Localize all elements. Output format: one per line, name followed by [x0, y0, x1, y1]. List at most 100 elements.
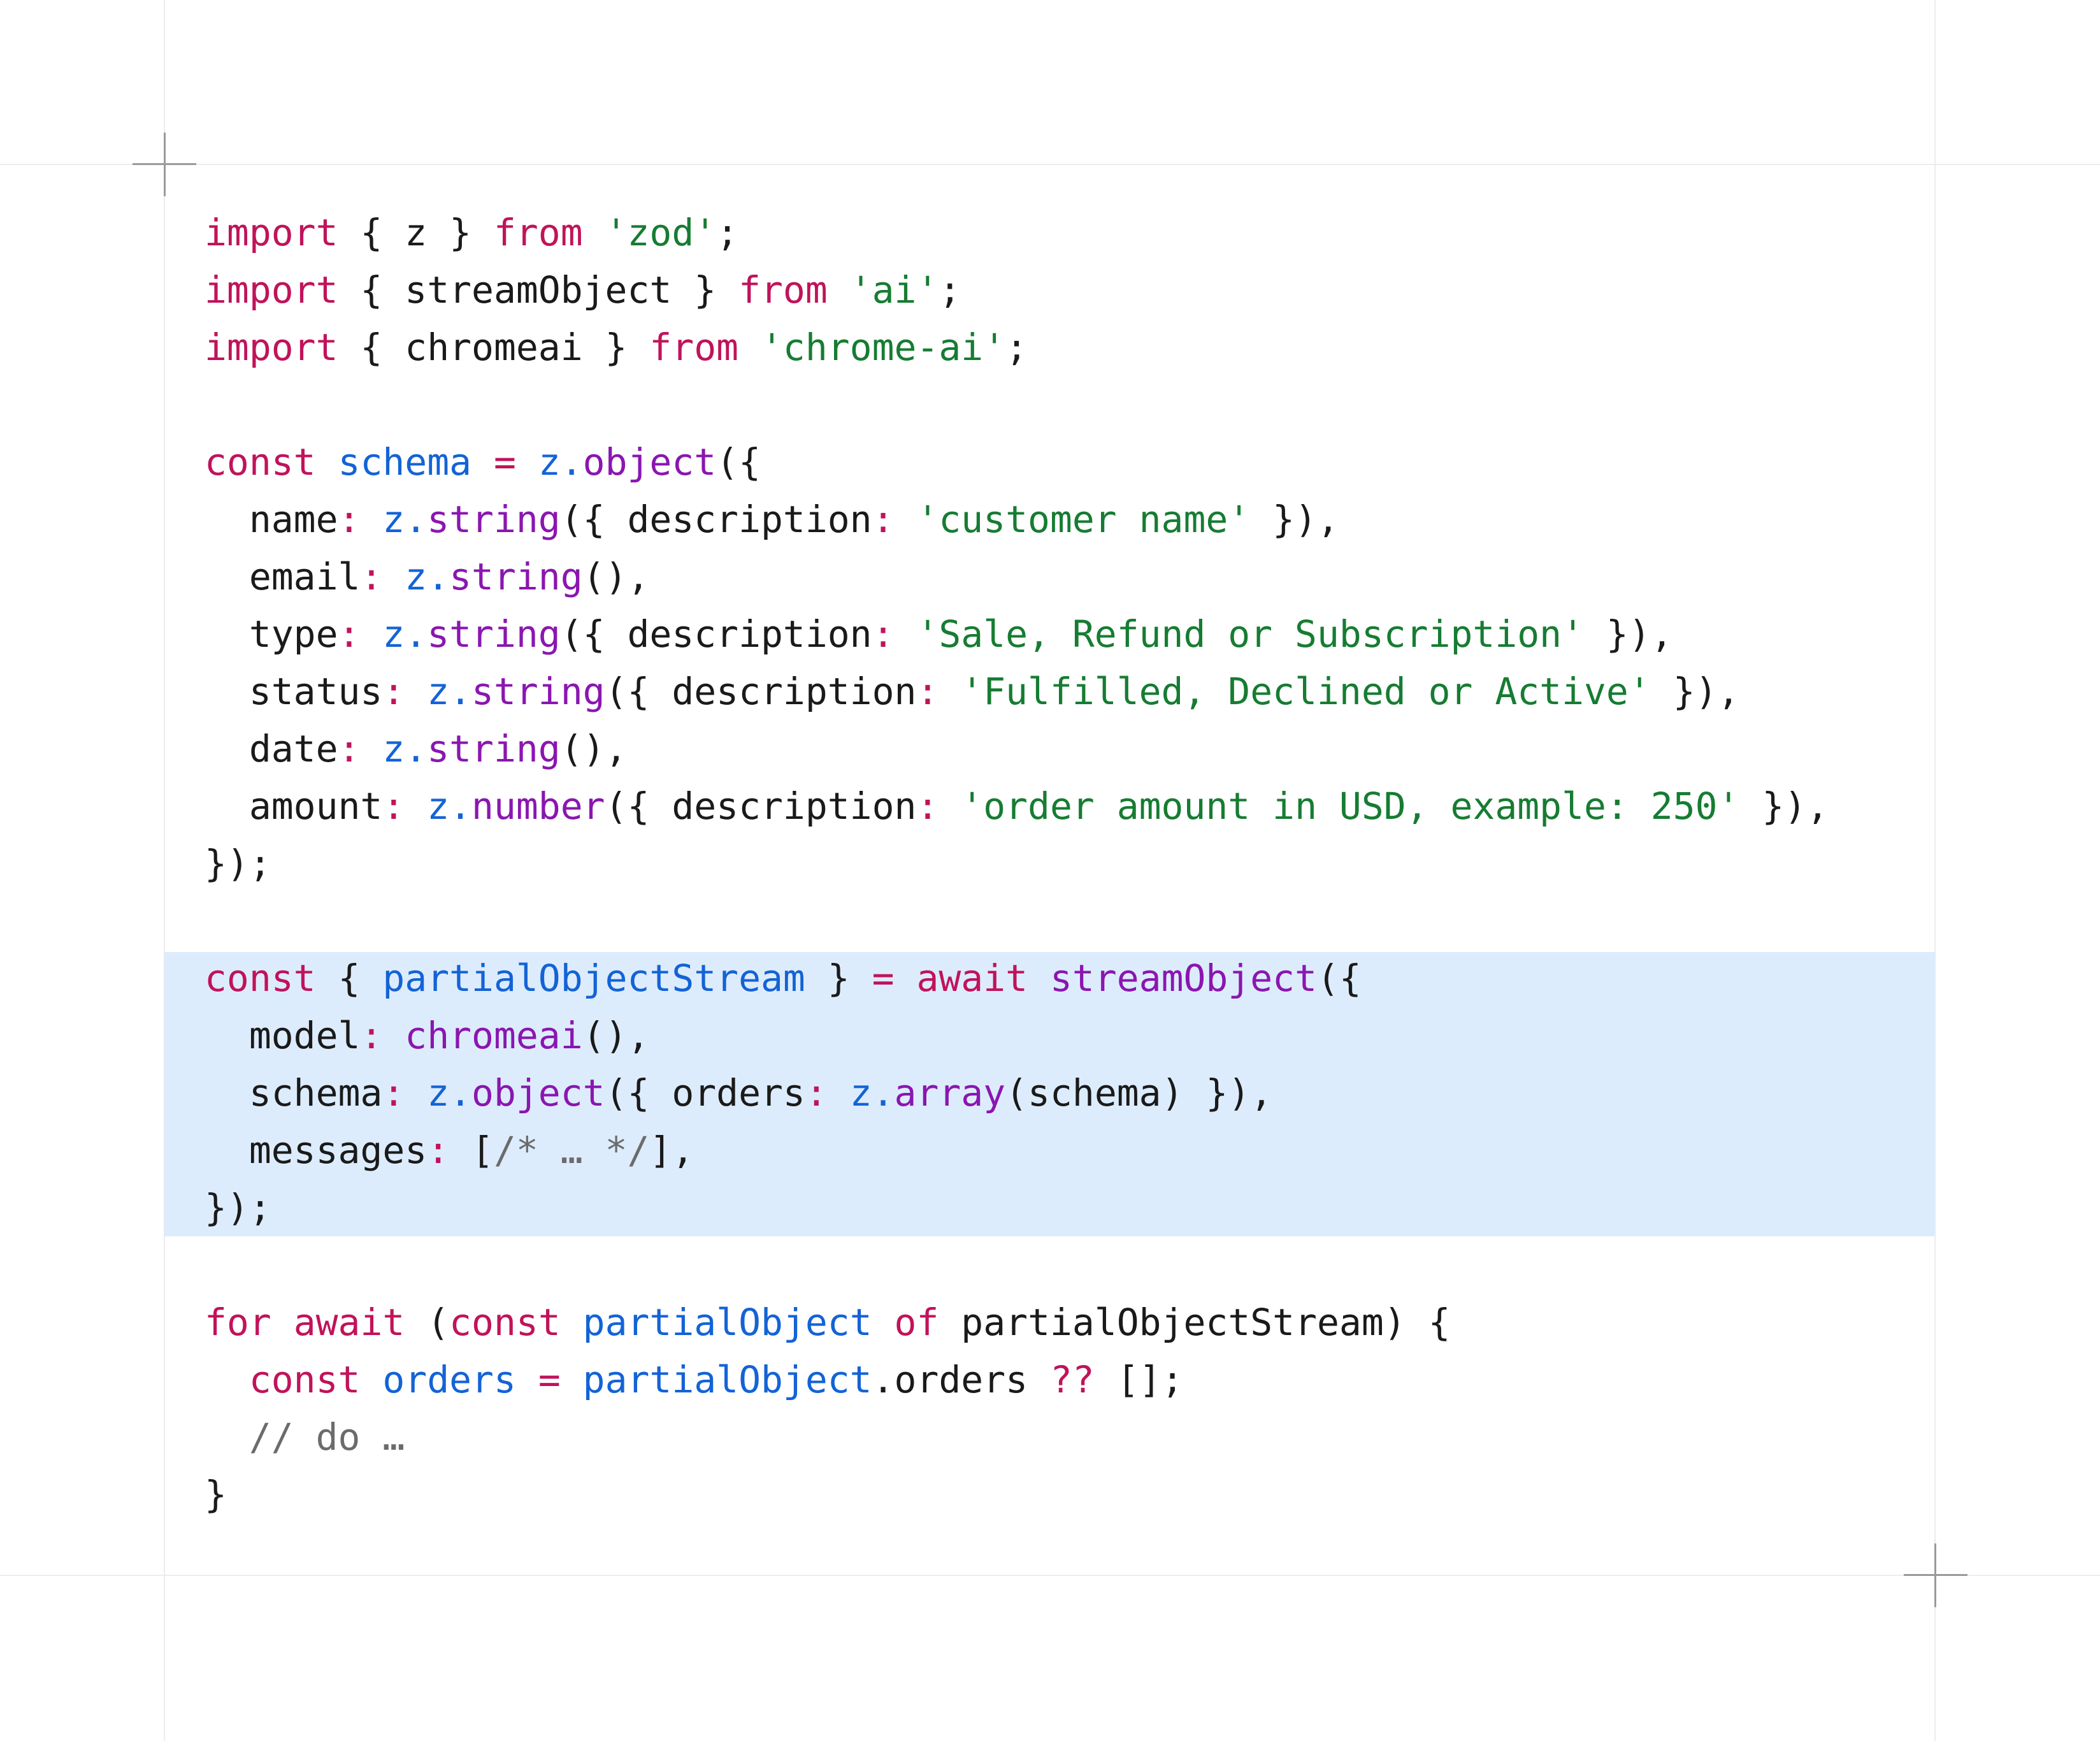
code-token: string	[449, 555, 583, 598]
code-token: type	[205, 612, 338, 656]
code-token: ({ description	[560, 498, 872, 541]
code-line: ​	[205, 892, 1829, 950]
code-token: :	[427, 1129, 450, 1172]
code-line: amount: z.number({ description: 'order a…	[205, 777, 1829, 835]
code-token	[516, 440, 538, 484]
code-token: z.	[382, 498, 428, 541]
code-token	[583, 211, 605, 254]
crosshair-bottom-right-v	[1934, 1543, 1936, 1607]
code-token: :	[382, 670, 405, 713]
code-token	[895, 612, 917, 656]
code-token: {	[315, 957, 383, 1000]
code-token: ;	[1005, 326, 1028, 369]
code-token: (schema) }),	[1005, 1071, 1273, 1115]
code-token: ({ description	[605, 784, 917, 828]
code-token: 'chrome-ai'	[761, 326, 1006, 369]
code-token: string	[427, 612, 561, 656]
code-token	[360, 727, 382, 770]
highlighted-code-block	[164, 952, 1936, 1236]
code-token: z.	[427, 670, 472, 713]
code-token: z.	[849, 1071, 895, 1115]
code-line: for await (const partialObject of partia…	[205, 1294, 1829, 1351]
code-token: });	[205, 1186, 271, 1229]
code-token: { chromeai }	[338, 326, 650, 369]
code-token	[360, 612, 382, 656]
code-token: for	[205, 1301, 271, 1344]
code-token: z.	[382, 727, 428, 770]
code-token: object	[582, 440, 717, 484]
code-token: await	[916, 957, 1028, 1000]
code-line: name: z.string({ description: 'customer …	[205, 491, 1829, 548]
code-token	[872, 1301, 895, 1344]
code-line: model: chromeai(),	[205, 1007, 1829, 1064]
code-token: ({ description	[560, 612, 872, 656]
code-token: object	[471, 1071, 605, 1115]
code-token	[205, 1415, 249, 1459]
code-token: (),	[560, 727, 628, 770]
code-line: messages: [/* … */],	[205, 1122, 1829, 1179]
code-token: schema	[205, 1071, 383, 1115]
guide-line-left	[164, 0, 165, 1741]
code-token	[561, 1301, 583, 1344]
code-token: ;	[939, 268, 961, 312]
code-token: partialObject	[582, 1301, 872, 1344]
code-token: }	[205, 1473, 227, 1516]
code-token: 'zod'	[605, 211, 717, 254]
code-token: partialObjectStream	[382, 957, 805, 1000]
code-token: });	[205, 842, 271, 885]
code-token: z.	[427, 784, 472, 828]
code-token: :	[382, 784, 405, 828]
code-token: 'ai'	[849, 268, 939, 312]
code-token: (	[405, 1301, 450, 1344]
code-token: z.	[405, 555, 450, 598]
code-token: orders	[382, 1358, 516, 1401]
code-token: number	[471, 784, 605, 828]
code-line: const orders = partialObject.orders ?? […	[205, 1351, 1829, 1408]
code-token: (),	[582, 1014, 650, 1057]
code-token: ({ description	[605, 670, 917, 713]
code-line: schema: z.object({ orders: z.array(schem…	[205, 1064, 1829, 1122]
code-token: const	[449, 1301, 561, 1344]
code-line: ​	[205, 1236, 1829, 1294]
code-token	[360, 1358, 382, 1401]
code-line: type: z.string({ description: 'Sale, Ref…	[205, 605, 1829, 663]
code-token: from	[649, 326, 739, 369]
code-token: model	[205, 1014, 361, 1057]
code-token: }),	[1739, 784, 1829, 828]
code-token: /* … */	[493, 1129, 650, 1172]
code-token: const	[205, 957, 316, 1000]
code-token	[895, 498, 917, 541]
code-token	[271, 1301, 294, 1344]
code-token	[516, 1358, 538, 1401]
code-token	[205, 1358, 249, 1401]
code-token	[405, 1071, 427, 1115]
code-line: import { streamObject } from 'ai';	[205, 261, 1829, 319]
code-token: }),	[1650, 670, 1740, 713]
code-token: =	[872, 957, 895, 1000]
crosshair-top-left-v	[164, 133, 166, 196]
code-token	[382, 555, 405, 598]
code-token: :	[338, 498, 361, 541]
guide-line-bottom	[0, 1575, 2100, 1576]
code-token: from	[493, 211, 583, 254]
code-token: :	[805, 1071, 828, 1115]
code-token: { streamObject }	[338, 268, 739, 312]
code-token: array	[894, 1071, 1006, 1115]
code-token: from	[738, 268, 828, 312]
code-block: import { z } from 'zod';import { streamO…	[205, 204, 1829, 1523]
code-token: :	[916, 784, 939, 828]
code-line: ​	[205, 376, 1829, 433]
code-token: z.	[382, 612, 428, 656]
code-line: email: z.string(),	[205, 548, 1829, 605]
code-token	[895, 957, 917, 1000]
code-line: // do …	[205, 1408, 1829, 1466]
code-token: :	[338, 727, 361, 770]
code-token: [];	[1094, 1358, 1184, 1401]
code-token: =	[493, 440, 516, 484]
code-token: const	[248, 1358, 361, 1401]
code-token: :	[916, 670, 939, 713]
guide-line-top	[0, 164, 2100, 165]
code-token: }),	[1250, 498, 1339, 541]
code-token	[471, 440, 494, 484]
code-token: :	[338, 612, 361, 656]
